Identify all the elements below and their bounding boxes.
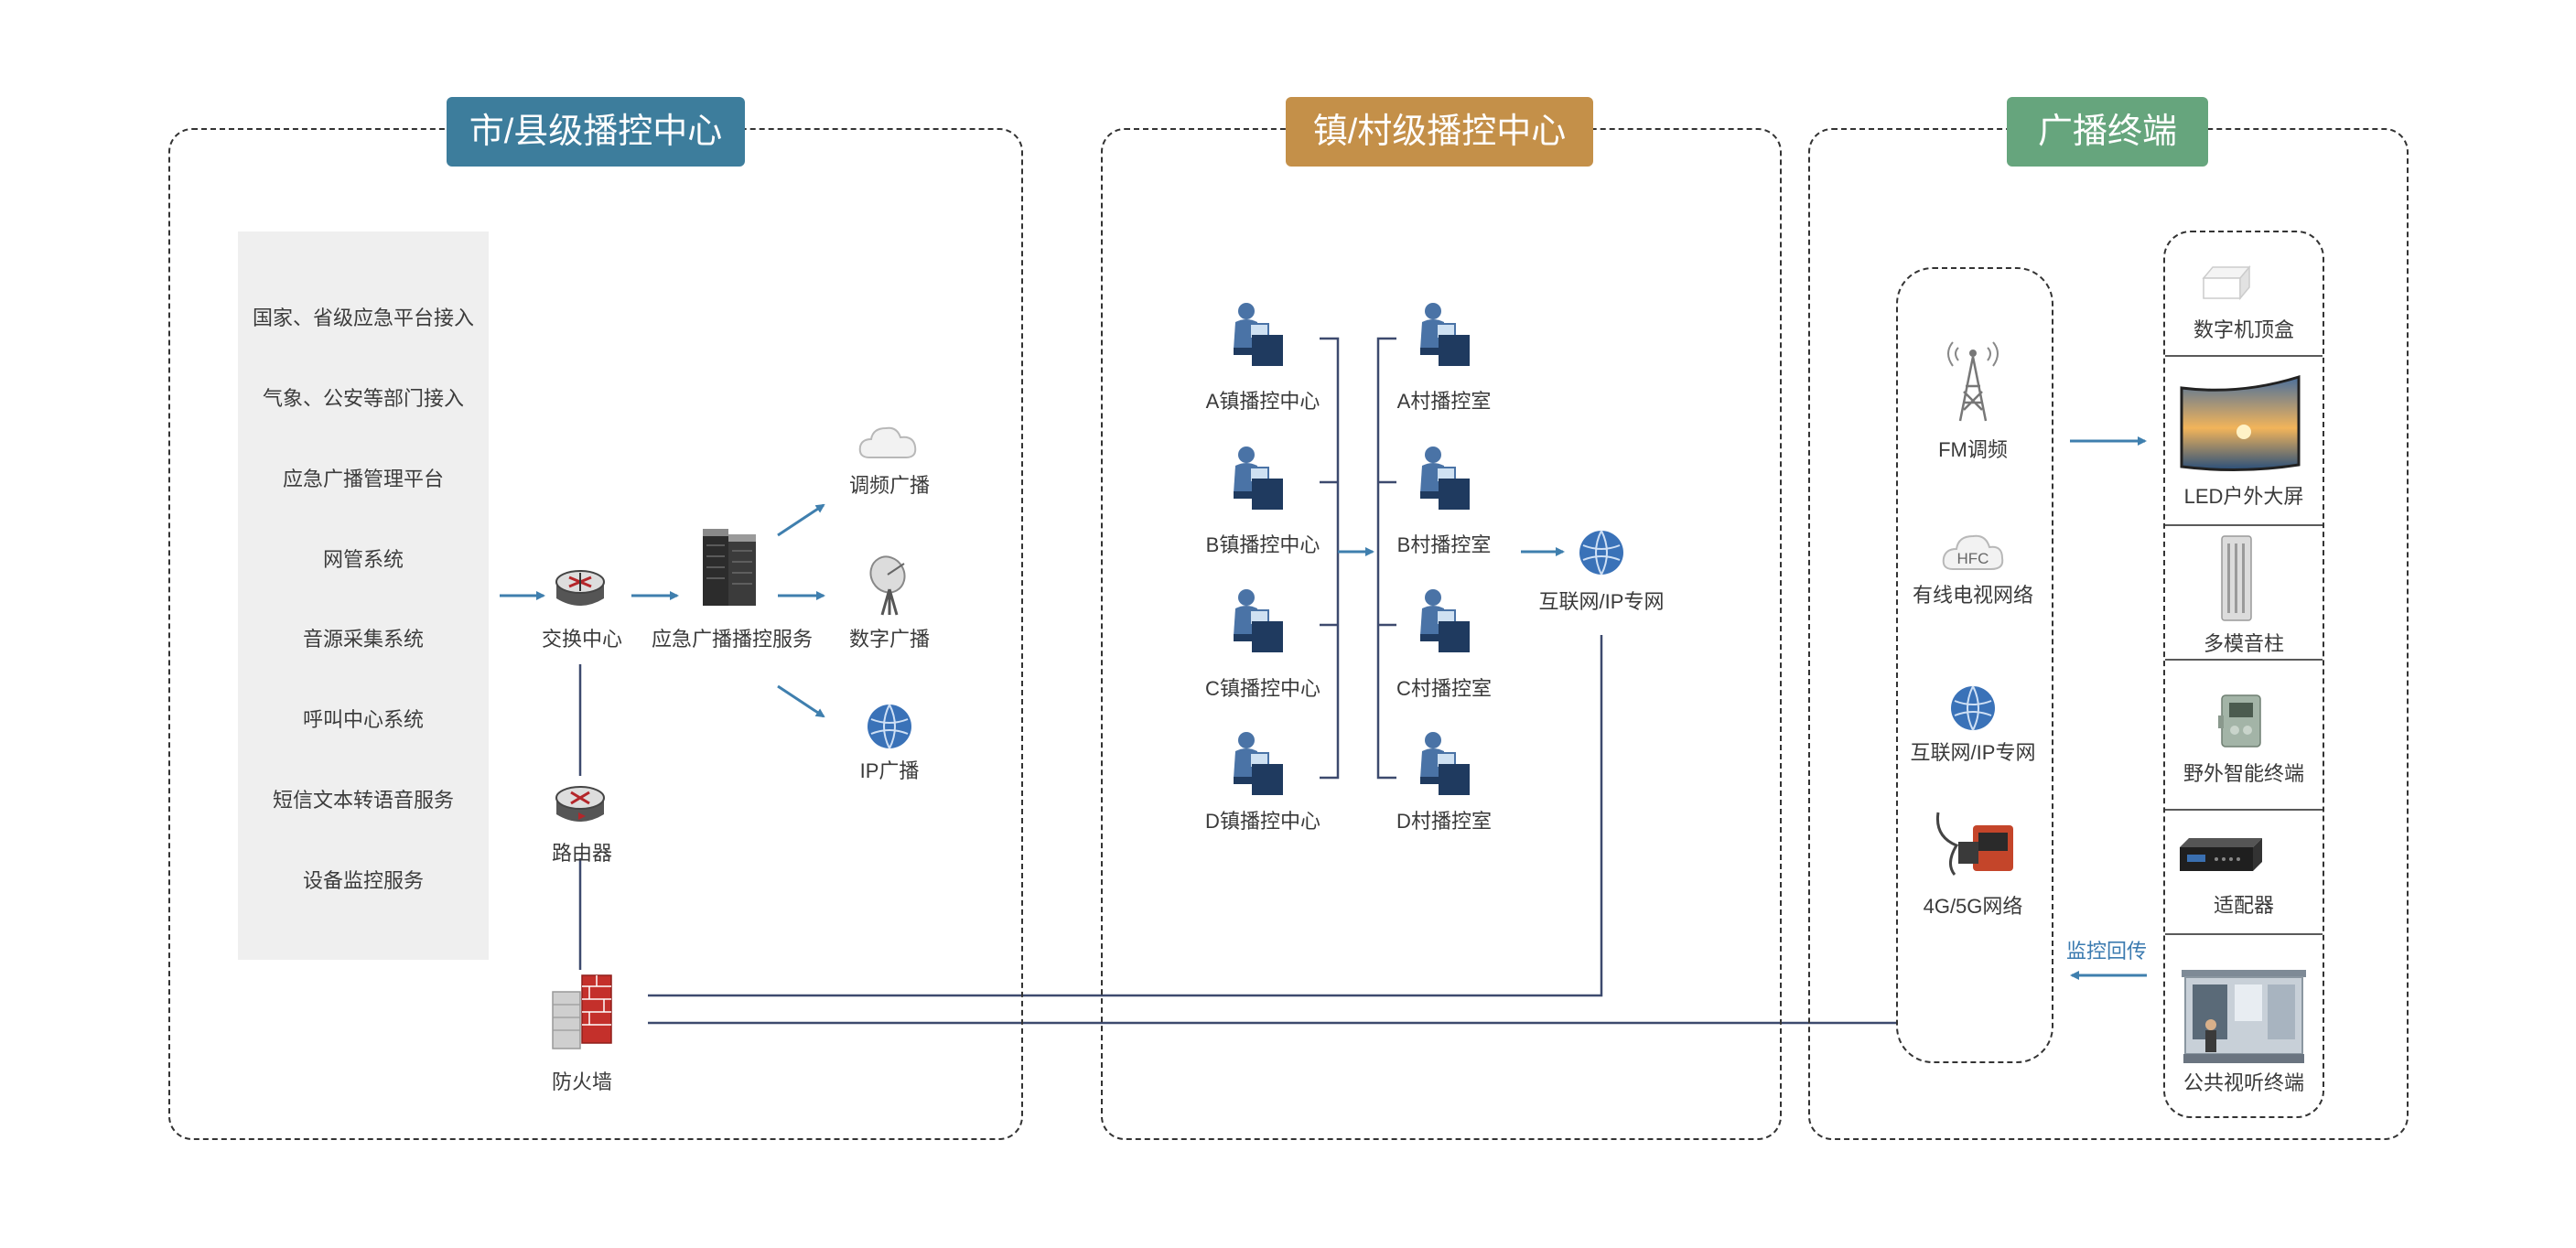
town-label: C镇播控中心 [1205, 677, 1320, 700]
switch-label: 交换中心 [541, 628, 623, 651]
public-av-terminal-icon [2182, 970, 2306, 1063]
monitor-return-label: 监控回传 [2066, 940, 2148, 963]
sources-box [238, 231, 489, 960]
bracket-towns [1320, 337, 1340, 780]
operator-icon [1420, 589, 1470, 652]
device-label: 公共视听终端 [2183, 1071, 2305, 1094]
ip-broadcast-label: IP广播 [859, 759, 920, 782]
firewall-icon [552, 974, 612, 1049]
cloud-icon [858, 426, 917, 458]
hfc-cloud-icon: HFC [1942, 534, 2004, 570]
operator-icon [1234, 303, 1283, 366]
source-item: 音源采集系统 [302, 628, 424, 651]
cellular-module-icon [1935, 812, 2013, 876]
adapter-icon [2180, 838, 2262, 871]
device-label: 适配器 [2213, 894, 2275, 917]
firewall-label: 防火墙 [551, 1070, 613, 1093]
source-item: 呼叫中心系统 [302, 708, 424, 731]
hfc-badge: HFC [1957, 550, 1989, 567]
digital-broadcast-label: 数字广播 [848, 628, 931, 651]
network-group [1896, 267, 2053, 1063]
server-label: 应急广播播控服务 [651, 628, 814, 651]
column-speaker-icon [2221, 535, 2252, 621]
source-item: 气象、公安等部门接入 [262, 387, 464, 410]
operator-icon [1234, 589, 1283, 652]
arrow-server-to-fm [777, 503, 825, 537]
device-divider [2165, 659, 2323, 661]
operator-icon [1420, 303, 1470, 366]
fm-network-label: FM调频 [1938, 438, 2008, 461]
device-divider [2165, 524, 2323, 526]
cable-tv-label: 有线电视网络 [1912, 584, 2034, 607]
village-label: D村播控室 [1396, 810, 1492, 833]
town-panel-title: 镇/村级播控中心 [1286, 97, 1593, 167]
globe-icon [1579, 530, 1623, 576]
globe-icon [868, 704, 911, 749]
source-item: 国家、省级应急平台接入 [252, 307, 474, 329]
satellite-dish-icon [869, 555, 906, 616]
town-label: D镇播控中心 [1205, 810, 1320, 833]
cellular-network-label: 4G/5G网络 [1923, 895, 2023, 918]
town-label: A镇播控中心 [1205, 390, 1320, 413]
operator-icon [1420, 732, 1470, 795]
bracket-villages [1376, 337, 1396, 780]
city-panel-title: 市/县级播控中心 [447, 97, 745, 167]
server-icon [703, 529, 756, 606]
village-label: A村播控室 [1396, 390, 1492, 413]
radio-tower-icon [1947, 341, 1999, 422]
village-label: B村播控室 [1396, 533, 1492, 556]
village-label: C村播控室 [1396, 677, 1492, 700]
fm-broadcast-label: 调频广播 [848, 474, 931, 497]
line-firewall-internet [648, 635, 1603, 997]
arrow-server-to-ip [777, 684, 825, 718]
operator-icon [1234, 446, 1283, 510]
device-divider [2165, 355, 2323, 357]
town-label: B镇播控中心 [1205, 533, 1320, 556]
set-top-box-icon [2202, 265, 2251, 301]
terminal-panel-title: 广播终端 [2007, 97, 2208, 167]
switch-icon [555, 570, 605, 606]
router-label: 路由器 [551, 842, 613, 865]
source-item: 应急广播管理平台 [282, 468, 444, 490]
source-item: 短信文本转语音服务 [272, 789, 454, 812]
device-divider [2165, 933, 2323, 935]
device-divider [2165, 809, 2323, 811]
internet-network-label: 互联网/IP专网 [1910, 741, 2036, 764]
internet-label: 互联网/IP专网 [1538, 590, 1665, 613]
router-icon [555, 786, 605, 822]
source-item: 网管系统 [322, 548, 404, 571]
device-label: 数字机顶盒 [2193, 318, 2295, 341]
operator-icon [1420, 446, 1470, 510]
led-screen-icon [2180, 375, 2301, 472]
device-group [2163, 231, 2324, 1118]
source-item: 设备监控服务 [302, 869, 424, 892]
globe-icon [1951, 685, 1995, 731]
device-label: 多模音柱 [2203, 632, 2285, 655]
outdoor-terminal-icon [2218, 694, 2261, 748]
device-label: LED户外大屏 [2183, 485, 2304, 508]
operator-icon [1234, 732, 1283, 795]
device-label: 野外智能终端 [2183, 762, 2305, 785]
